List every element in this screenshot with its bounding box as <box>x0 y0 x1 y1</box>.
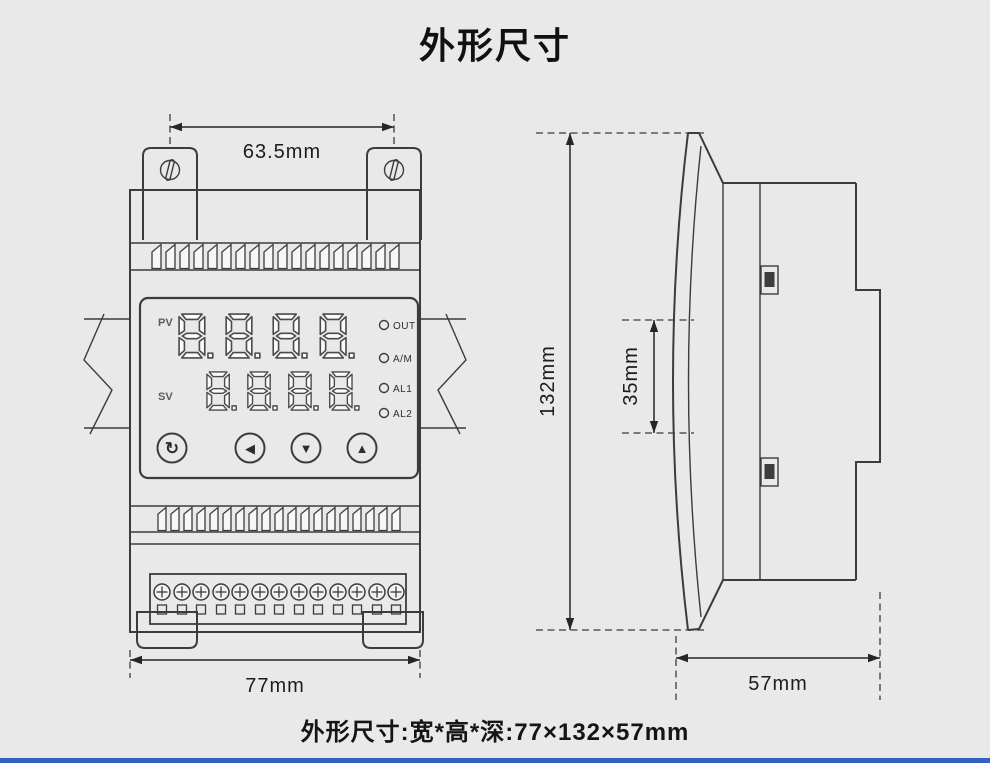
indicator-leds: OUT A/M AL1 AL2 <box>378 319 416 420</box>
mounting-ear-top-left <box>142 147 198 240</box>
loop-arrow-icon: ↻ <box>165 439 179 458</box>
up-arrow-icon: ▲ <box>356 441 369 456</box>
vent-louvers-top <box>151 243 400 270</box>
led-al1-label: AL1 <box>393 384 412 395</box>
bottom-accent-bar <box>0 758 990 763</box>
down-arrow-icon: ▼ <box>300 441 313 456</box>
led-am-label: A/M <box>393 354 412 365</box>
terminal-block <box>149 573 407 625</box>
front-view: PV SV OUT A/M AL1 AL2 <box>83 111 467 697</box>
din-rail-left <box>83 313 130 435</box>
up-key: ▲ <box>346 432 378 464</box>
loop-set-key: ↻ <box>156 432 188 464</box>
down-key: ▼ <box>290 432 322 464</box>
mounting-ear-bottom-right <box>362 611 424 649</box>
dim-height: 132mm <box>536 132 704 631</box>
pv-display <box>178 313 355 359</box>
led-am-icon <box>378 352 390 364</box>
sv-label: SV <box>158 391 173 403</box>
dim-width: 77mm <box>129 650 421 697</box>
dim-rail-slot-value: 35mm <box>620 346 642 406</box>
led-al2-label: AL2 <box>393 409 412 420</box>
led-out-label: OUT <box>393 321 416 332</box>
dim-width-value: 77mm <box>245 675 305 697</box>
led-out-icon <box>378 319 390 331</box>
front-keys: ↻ ◀ ▼ ▲ <box>156 432 378 464</box>
led-al1-icon <box>378 382 390 394</box>
device-body-front <box>129 189 421 633</box>
din-rail-right <box>420 313 467 435</box>
pv-label: PV <box>158 317 173 329</box>
display-panel: PV SV OUT A/M AL1 AL2 <box>138 296 420 480</box>
sv-display <box>206 371 360 411</box>
shift-key: ◀ <box>234 432 266 464</box>
dimension-caption: 外形尺寸:宽*高*深:77×132×57mm <box>301 718 690 746</box>
dim-hole-spacing: 63.5mm <box>169 111 395 163</box>
rail-clip-top <box>760 265 779 295</box>
vent-louvers-bottom <box>157 506 401 532</box>
dim-rail-slot: 35mm <box>620 319 694 434</box>
dim-depth: 57mm <box>675 592 881 700</box>
mounting-ear-bottom-left <box>136 611 198 649</box>
dim-depth-value: 57mm <box>748 673 808 695</box>
page-title: 外形尺寸 <box>419 25 571 66</box>
side-view: 132mm 35mm 57mm <box>536 132 881 700</box>
dim-hole-spacing-value: 63.5mm <box>243 141 321 163</box>
dim-height-value: 132mm <box>537 345 559 417</box>
rail-clip-bottom <box>760 457 779 487</box>
led-al2-icon <box>378 407 390 419</box>
mounting-ear-top-right <box>366 147 422 240</box>
device-body-side <box>672 132 881 631</box>
left-arrow-icon: ◀ <box>245 441 255 456</box>
